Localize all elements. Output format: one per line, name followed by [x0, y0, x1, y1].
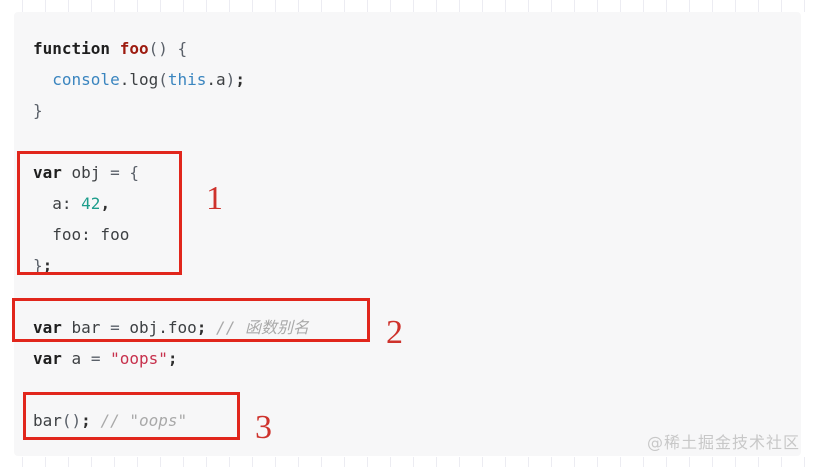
code-token-pln: .log — [119, 70, 159, 89]
code-token-strong: ; — [235, 70, 245, 89]
code-lines: function foo() { console.log(this.a);} va… — [14, 12, 801, 436]
code-token-strong: ; — [167, 349, 178, 368]
code-token-pun: = { — [110, 163, 139, 182]
code-token-kw: var — [33, 318, 62, 337]
code-line: var bar = obj.foo; // 函数别名 — [33, 312, 801, 343]
code-token-pln: obj.foo — [119, 318, 197, 337]
code-token-str: "oops" — [110, 349, 168, 368]
annotation-number-2: 2 — [386, 314, 403, 351]
code-token-kw: function — [33, 39, 111, 58]
code-token-strong: ; — [81, 411, 91, 430]
code-line: console.log(this.a); — [33, 64, 801, 95]
code-token-pun: } — [33, 101, 43, 120]
code-token-num: 42 — [81, 194, 101, 213]
page-grid-bottom — [0, 457, 815, 467]
code-line: }; — [33, 250, 801, 281]
code-token-builtin: this — [167, 70, 207, 89]
annotation-box-1 — [17, 151, 182, 275]
code-token-kw: var — [33, 349, 62, 368]
code-token-pln: bar — [61, 318, 111, 337]
code-token-pln: obj — [61, 163, 111, 182]
annotation-number-3: 3 — [255, 409, 272, 446]
code-line: a: 42, — [33, 188, 801, 219]
code-line: } — [33, 95, 801, 126]
code-token-cmt: // "oops" — [90, 411, 188, 430]
code-token-pun: () — [61, 411, 82, 430]
code-token-pln: foo: foo — [33, 225, 130, 244]
code-token-pun: = — [90, 349, 101, 368]
annotation-number-1: 1 — [206, 180, 223, 217]
code-token-pun: ( — [158, 70, 168, 89]
code-token-kw: var — [33, 163, 62, 182]
code-token-pun: } — [33, 256, 43, 275]
code-token-pln — [100, 349, 110, 368]
code-token-builtin: console — [52, 70, 120, 89]
annotation-box-3 — [23, 392, 240, 440]
page-grid-top — [0, 0, 815, 12]
code-token-pun: ) — [225, 70, 236, 89]
code-token-pln: a — [61, 349, 91, 368]
code-line: function foo() { — [33, 33, 801, 64]
code-block: function foo() { console.log(this.a);} va… — [14, 12, 801, 456]
code-token-pln — [110, 39, 120, 58]
code-token-strong: , — [100, 194, 111, 213]
watermark: @稀土掘金技术社区 — [646, 433, 800, 452]
code-token-strong: ; — [42, 256, 53, 275]
code-token-pun: () { — [148, 39, 188, 58]
code-line: var a = "oops"; — [33, 343, 801, 374]
code-token-fn: foo — [119, 39, 149, 58]
code-token-cmt: // 函数别名 — [206, 318, 309, 337]
annotation-box-2 — [12, 298, 370, 342]
code-token-strong: ; — [196, 318, 207, 337]
code-line: var obj = { — [33, 157, 801, 188]
code-token-pln — [33, 70, 52, 89]
code-line: bar(); // "oops" — [33, 405, 801, 436]
code-token-pun: = — [110, 318, 120, 337]
code-line: foo: foo — [33, 219, 801, 250]
code-token-pln: .a — [206, 70, 226, 89]
code-token-pln: a: — [33, 194, 82, 213]
code-token-pln: bar — [33, 411, 62, 430]
